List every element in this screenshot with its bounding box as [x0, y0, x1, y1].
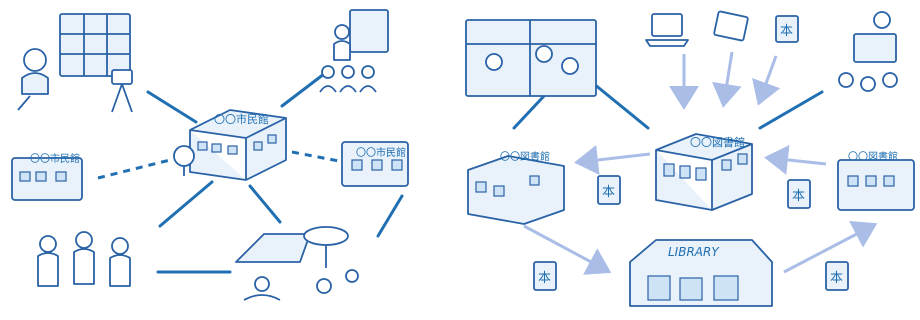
storytelling-illustration: [838, 11, 898, 92]
svg-text:本: 本: [538, 271, 551, 286]
city-hall-label: 〇〇市民館: [214, 112, 269, 126]
library-right-label: 〇〇図書館: [848, 150, 898, 163]
library-warehouse: LIBRARY: [629, 239, 773, 307]
video-conference-illustration: [17, 13, 133, 113]
book-glyph-devices: 本: [780, 24, 793, 39]
library-sign: LIBRARY: [668, 245, 720, 259]
library-building-left: 〇〇図書館: [467, 150, 565, 225]
devices-illustration: 本: [645, 10, 799, 47]
walking-people-illustration: [37, 231, 131, 287]
branch-left-label: 〇〇市民館: [30, 152, 80, 165]
book-icon: 本: [597, 175, 621, 205]
lecture-illustration: [319, 9, 389, 93]
branch-building-left: 〇〇市民館: [11, 152, 83, 201]
library-center-label: 〇〇図書館: [690, 135, 745, 149]
svg-text:本: 本: [830, 271, 843, 286]
left-network-links: [97, 72, 404, 274]
branch-right-label: 〇〇市民館: [356, 146, 406, 159]
branch-building-right: 〇〇市民館: [341, 141, 409, 187]
library-left-label: 〇〇図書館: [500, 150, 550, 163]
city-hall-building: 〇〇市民館: [173, 109, 287, 181]
book-icon: 本: [825, 261, 849, 291]
central-library-building: 〇〇図書館: [655, 133, 753, 211]
reading-room-illustration: [465, 19, 597, 97]
right-network-links: [512, 51, 878, 275]
svg-text:本: 本: [792, 189, 805, 204]
svg-text:本: 本: [602, 185, 615, 200]
book-icons: 本 本 本 本: [533, 175, 849, 291]
library-building-right: 〇〇図書館: [837, 150, 915, 211]
market-festival-illustration: [235, 226, 359, 301]
book-icon: 本: [787, 179, 811, 209]
book-icon: 本: [533, 261, 557, 291]
